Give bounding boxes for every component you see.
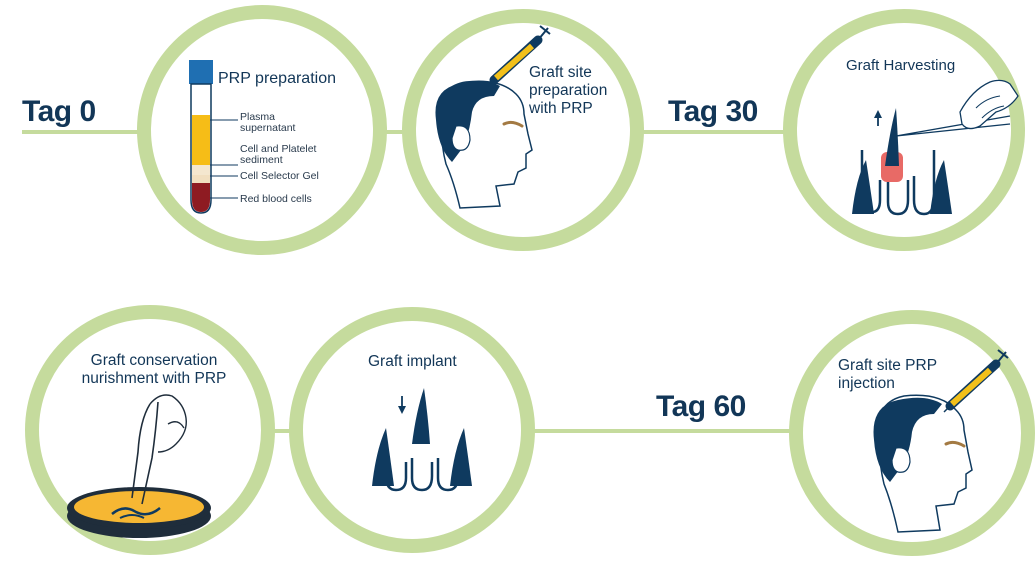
head-icon-bottom	[873, 394, 973, 533]
harvesting-icon	[852, 79, 1019, 216]
tube-cap	[189, 60, 213, 84]
red-cells-label: Red blood cells	[240, 193, 312, 205]
graft-site-preparation-title: Graft site preparation with PRP	[529, 64, 608, 117]
tube-leaders	[210, 119, 238, 199]
tag-60-label: Tag 60	[656, 390, 746, 423]
circle-graft-harvesting	[783, 9, 1025, 251]
tube-gel	[192, 175, 210, 183]
tube-plasma	[192, 115, 210, 165]
gel-label: Cell Selector Gel	[240, 170, 319, 182]
circle-graft-conservation	[25, 305, 275, 555]
head-icon-top	[435, 80, 533, 209]
circle-graft-implant	[289, 307, 535, 553]
tag-0-label: Tag 0	[22, 95, 96, 128]
graft-implant-title: Graft implant	[368, 353, 457, 370]
graft-conservation-title: Graft conservation nurishment with PRP	[81, 352, 227, 387]
platelet-label: Cell and Platelet sediment	[240, 143, 317, 166]
tag-30-label: Tag 30	[668, 95, 758, 128]
plasma-label: Plasma supernatant	[240, 111, 296, 134]
tube-red-cells	[192, 183, 210, 212]
prp-tube-icon	[189, 60, 238, 214]
syringe-icon-top	[487, 25, 551, 87]
syringe-icon-bottom	[943, 349, 1009, 413]
graft-site-injection-title: Graft site PRP injection	[838, 357, 937, 392]
petri-dish-icon	[67, 394, 211, 538]
graft-harvesting-title: Graft Harvesting	[846, 57, 956, 74]
tube-platelet	[192, 165, 210, 175]
implant-icon	[372, 388, 472, 492]
prp-preparation-title: PRP preparation	[218, 70, 336, 87]
